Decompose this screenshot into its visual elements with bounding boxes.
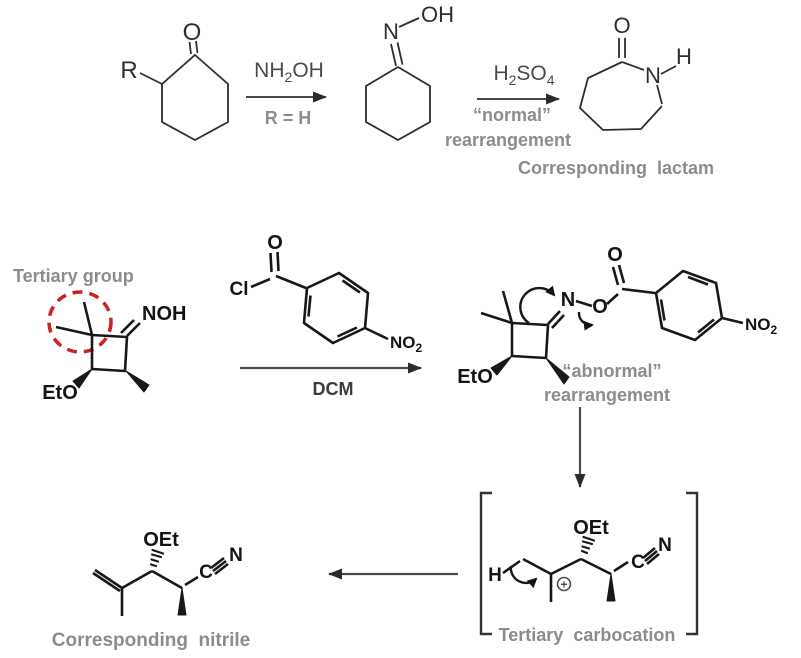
carbocation-intermediate: + H OEt C N Tertiary carbocation [479,491,699,645]
ethoxy-label: EtO [42,382,78,404]
lactam-nitrogen-label: N [645,63,661,88]
condition-rearrangement-label: rearrangement [445,130,571,150]
oxime-noh-label: NOH [142,303,186,325]
abnormal-condition: “abnormal” rearrangement [544,361,670,405]
oxime-ester-structure: N O O EtO NO2 [457,244,777,388]
ester-nitrogen-label: N [561,289,575,311]
formula-part: NO [745,315,771,334]
cyclohexanone-structure: O R [120,19,229,142]
electron-push-arrow-2 [577,311,594,331]
reaction-step-1: NH2OH R = H [246,59,327,128]
condition-r-eq-h-label: R = H [265,108,312,128]
formula-part: NO [390,333,416,352]
formula-subscript: 2 [509,72,517,88]
formula-part: NH [254,59,284,82]
nitrile-carbon-label: C [199,562,213,583]
condition-rearrangement-label: rearrangement [544,385,670,405]
oxime-hydroxyl-label: OH [421,2,454,27]
formula-subscript: 4 [547,72,555,88]
dcm-reaction-step: DCM [240,362,422,399]
formula-subscript: 2 [285,69,293,85]
reaction-step-2: H2SO4 “normal” rearrangement [445,62,571,150]
ethoxy-hash-wedge [580,535,596,555]
nitrobenzoyl-chloride-structure: Cl O NO2 [230,232,423,355]
ethoxy-label: OEt [573,517,609,539]
ethoxy-wedge [490,355,513,376]
methyl-wedge [545,357,570,385]
formula-part: SO [516,62,546,85]
reagent-h2so4-label: H2SO4 [493,62,554,88]
nitro-group-label: NO2 [390,333,423,355]
abnormal-acylation-row: Tertiary group NOH EtO Cl O NO2 DCM N [13,232,778,488]
carbonyl-oxygen-label: O [183,19,202,46]
right-bracket [686,491,699,636]
positive-charge-sign: + [560,578,567,592]
oxime-bonds [365,17,431,142]
r-substituent-label: R [120,57,137,84]
methyl-wedge [177,587,187,616]
fragmentation-row: + H OEt C N Tertiary carbocation OEt C N… [52,491,699,651]
reagent-nh2oh-label: NH2OH [254,59,324,85]
positive-charge-icon [556,576,572,592]
cyclohexanone-bonds [139,40,229,142]
condition-abnormal-label: “abnormal” [562,361,661,381]
formula-subscript: 2 [416,341,423,355]
ethoxy-hash-wedge [149,548,165,568]
acyl-chloride-bonds [250,251,389,345]
oxime-nitrogen-label: N [383,19,399,44]
carbocation-caption: Tertiary carbocation [499,625,676,645]
tertiary-group-label: Tertiary group [13,266,134,286]
caprolactam-structure: O N H [578,13,692,131]
formula-part: H [493,62,508,85]
nitrile-nitrogen-label: N [658,535,672,556]
ethoxy-wedge [72,368,93,389]
formula-part: OH [292,59,324,82]
normal-beckmann-row: O R NH2OH R = H N OH H2SO4 “normal” rear… [120,2,714,178]
tertiary-group-annotation: Tertiary group [13,266,134,354]
acyl-oxygen-label: O [267,232,283,254]
nitrile-bonds [92,556,229,616]
nitro-group-label: NO2 [745,315,778,337]
left-bracket [479,491,492,636]
cyclobutanone-oxime-structure: NOH EtO [42,301,186,404]
hydrogen-label: H [488,565,502,586]
hydride-shift-arrow [509,565,538,589]
methyl-wedge [125,370,150,393]
tertiary-group-highlight-circle [47,290,113,354]
nitrile-nitrogen-label: N [229,545,243,566]
chloride-label: Cl [230,279,249,300]
cyclohexanone-oxime-structure: N OH [365,2,454,142]
formula-subscript: 2 [771,323,778,337]
ethoxy-label: OEt [143,529,179,551]
nitrile-carbon-label: C [631,552,645,573]
lactam-bonds [578,38,677,131]
solvent-dcm-label: DCM [313,379,354,399]
ester-carbonyl-oxygen-label: O [607,244,623,266]
cyclobutanone-oxime-bonds [55,301,141,373]
lactam-oxygen-label: O [613,13,630,38]
electron-push-arrow-1 [519,285,556,325]
ester-oxygen-label: O [592,296,608,318]
ethoxy-label: EtO [457,366,493,388]
methyl-wedge [606,573,616,602]
nitrile-caption: Corresponding nitrile [52,630,250,651]
condition-normal-label: “normal” [473,105,551,125]
lactam-hydrogen-label: H [676,44,692,69]
lactam-caption: Corresponding lactam [518,158,714,178]
nitrile-product-structure: OEt C N Corresponding nitrile [52,529,250,651]
